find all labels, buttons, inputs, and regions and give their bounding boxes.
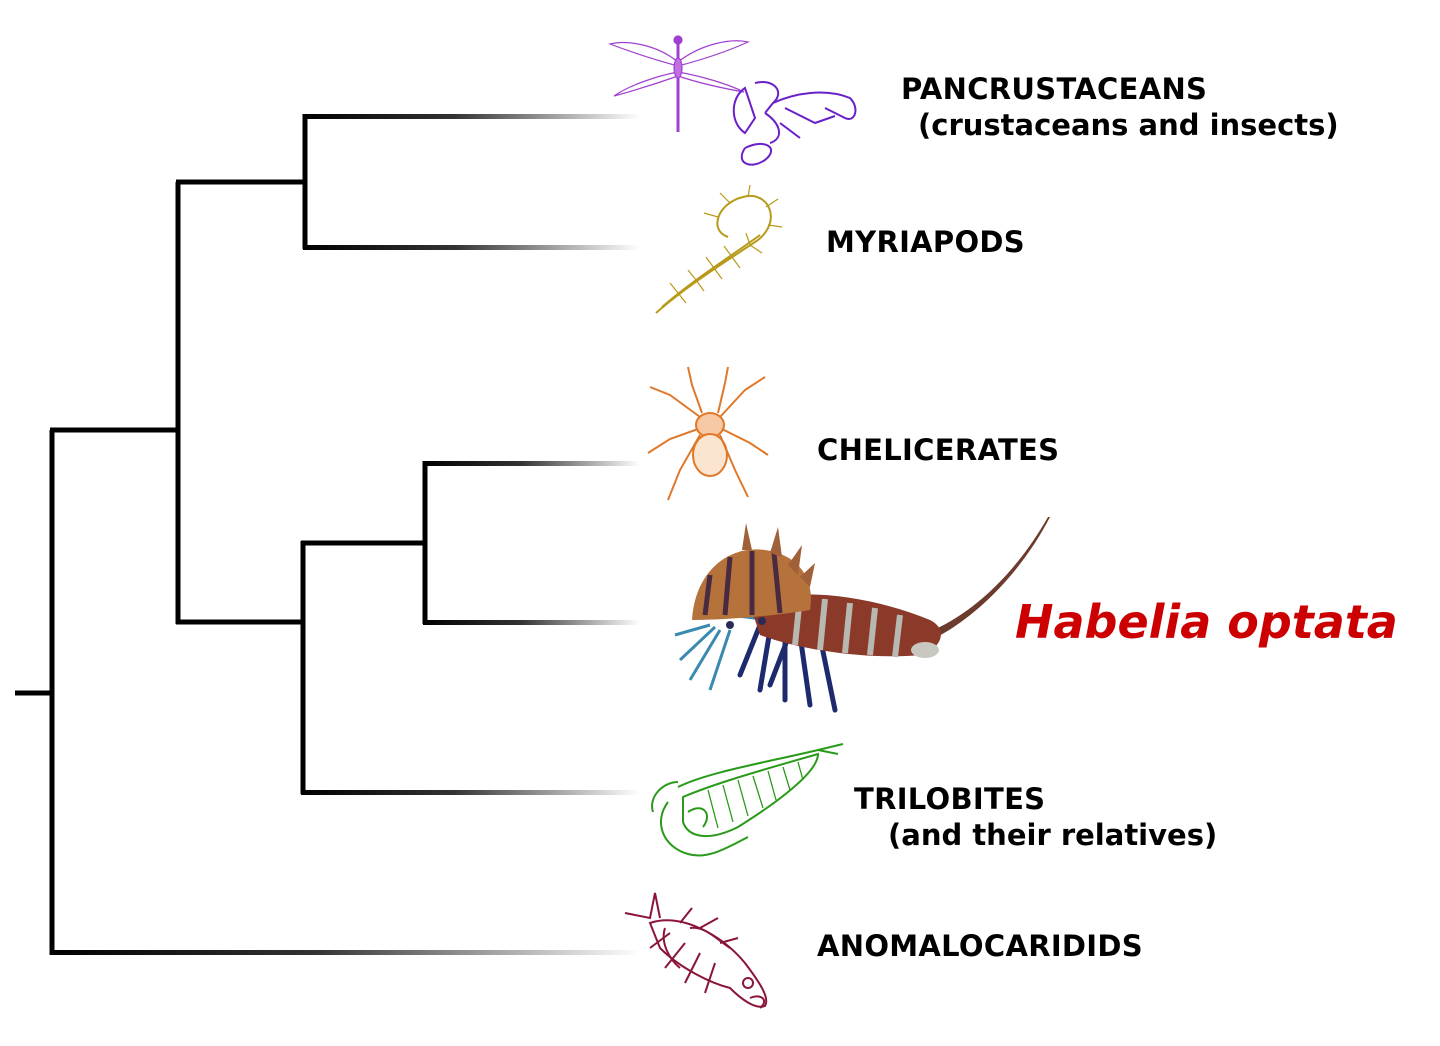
taxon-label-trilobites: TRILOBITES: [854, 782, 1046, 816]
spider-icon: [647, 366, 769, 501]
lobster-icon: [732, 81, 857, 166]
taxon-sublabel-pancrustaceans: (crustaceans and insects): [918, 108, 1339, 142]
branch-chelicerates: [423, 461, 640, 466]
anomalocaris-icon: [624, 892, 768, 1009]
taxon-label-habelia-optata: Habelia optata: [1015, 595, 1398, 649]
branch-habelia: [423, 620, 640, 625]
taxon-label-anomalocaridids: ANOMALOCARIDIDS: [817, 929, 1143, 963]
dragonfly-icon: [607, 35, 750, 132]
taxon-label-pancrustaceans: PANCRUSTACEANS: [901, 72, 1208, 106]
taxon-label-chelicerates: CHELICERATES: [817, 433, 1060, 467]
branch-anomalocaridids: [50, 950, 640, 955]
branch-myriapods: [303, 245, 640, 250]
branch-pancrustaceans: [303, 114, 640, 119]
trilobite-icon: [651, 743, 844, 857]
centipede-icon: [655, 185, 783, 314]
branch-trilobites: [301, 790, 640, 795]
habelia-optata-illustration: [674, 517, 1050, 713]
taxon-label-myriapods: MYRIAPODS: [826, 225, 1025, 259]
taxon-sublabel-trilobites: (and their relatives): [888, 818, 1218, 852]
